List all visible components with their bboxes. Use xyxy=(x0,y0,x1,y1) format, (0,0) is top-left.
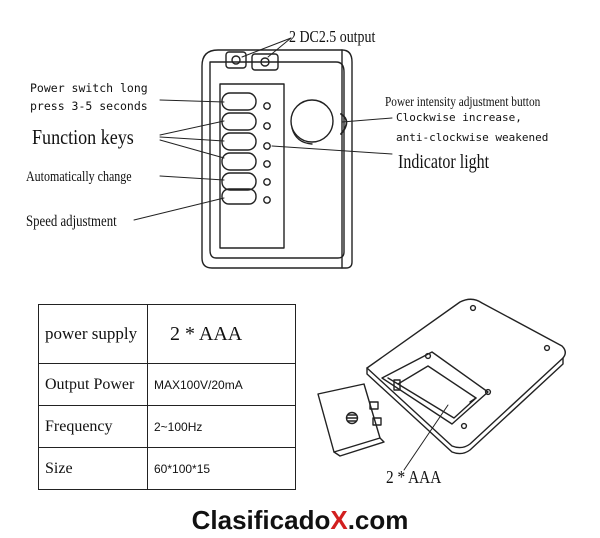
spec-key: Output Power xyxy=(38,363,148,406)
spec-table: power supply 2 * AAA Output Power MAX100… xyxy=(38,304,296,490)
indicator-leds xyxy=(263,102,271,204)
intensity-button-label: Power intensity adjustment button xyxy=(385,94,541,109)
table-row: power supply 2 * AAA xyxy=(38,304,296,364)
table-row: Frequency 2~100Hz xyxy=(38,405,296,448)
callout-lines xyxy=(133,37,449,471)
function-keys-label: Function keys xyxy=(32,125,134,149)
battery-compartment-drawing xyxy=(317,298,566,457)
battery-label: 2 * AAA xyxy=(386,467,442,487)
brand-watermark: ClasificadoX.com xyxy=(0,505,600,536)
clockwise-label: Clockwise increase, xyxy=(396,111,522,124)
function-buttons xyxy=(221,92,257,205)
spec-value: 60*100*15 xyxy=(147,447,296,490)
speed-adjustment-label: Speed adjustment xyxy=(26,213,117,230)
brand-suffix: .com xyxy=(347,505,409,535)
remote-device-drawing xyxy=(201,49,353,269)
brand-accent: X xyxy=(330,505,348,535)
brand-prefix: Clasificado xyxy=(191,505,331,535)
output-label: 2 DC2.5 output xyxy=(289,27,376,46)
power-switch-label-line2: press 3-5 seconds xyxy=(30,99,148,113)
spec-value: 2 * AAA xyxy=(147,304,296,364)
table-row: Size 60*100*15 xyxy=(38,447,296,490)
indicator-light-label: Indicator light xyxy=(398,151,490,173)
auto-change-label: Automatically change xyxy=(26,169,132,185)
intensity-knob xyxy=(290,99,348,145)
spec-value: MAX100V/20mA xyxy=(147,363,296,406)
spec-key: Size xyxy=(38,447,148,490)
spec-value: 2~100Hz xyxy=(147,405,296,448)
spec-key: power supply xyxy=(38,304,148,364)
dc-output-jacks xyxy=(225,51,279,71)
spec-key: Frequency xyxy=(38,405,148,448)
power-switch-label-line1: Power switch long xyxy=(30,81,148,95)
anticlockwise-label: anti-clockwise weakened xyxy=(396,131,549,144)
table-row: Output Power MAX100V/20mA xyxy=(38,363,296,406)
